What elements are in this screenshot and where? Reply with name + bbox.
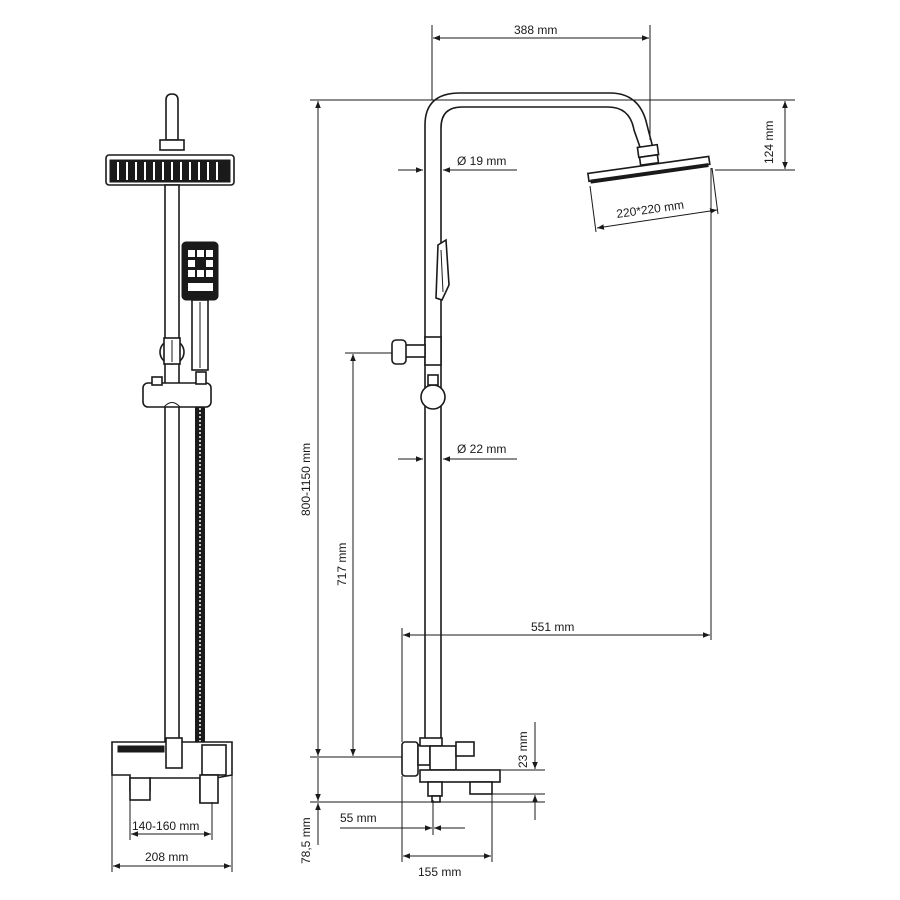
side-dimension-lines <box>310 25 795 862</box>
dim-pipe-diameter-upper: Ø 19 mm <box>457 154 506 168</box>
side-arm <box>424 92 654 761</box>
front-view: 140-160 mm 208 mm <box>105 93 235 872</box>
side-mixer <box>401 737 501 803</box>
side-holder <box>391 336 446 410</box>
front-head-connector <box>159 139 185 151</box>
front-hose <box>195 407 205 747</box>
dim-top-height: 124 mm <box>762 121 776 164</box>
front-slider <box>159 337 185 365</box>
dim-top-width: 388 mm <box>514 23 557 37</box>
side-hand-shower <box>435 238 450 301</box>
side-shower-head <box>586 155 711 184</box>
front-top-arm <box>165 93 179 141</box>
front-diverter <box>142 371 212 408</box>
dim-head-reach: 551 mm <box>531 620 574 634</box>
dim-spout-height: 23 mm <box>516 731 530 768</box>
dim-mixer-base-height: 78,5 mm <box>299 817 313 864</box>
front-shower-head <box>105 154 235 186</box>
front-dimensions <box>111 775 233 872</box>
dim-head-size: 220*220 mm <box>615 198 684 221</box>
side-view: 388 mm 124 mm Ø 19 mm 220*220 mm Ø 22 mm… <box>299 23 795 879</box>
dim-spout-reach: 155 mm <box>418 865 461 879</box>
dim-overall-height: 800-1150 mm <box>299 443 313 516</box>
dim-pipe-diameter-lower: Ø 22 mm <box>457 442 506 456</box>
front-hand-shower <box>181 241 219 371</box>
dim-center-distance: 140-160 mm <box>132 819 199 833</box>
front-rail <box>164 184 180 746</box>
front-mixer <box>111 737 233 804</box>
dim-holder-height: 717 mm <box>335 543 349 586</box>
side-head-connector <box>636 143 660 167</box>
dim-mixer-offset: 55 mm <box>340 811 377 825</box>
dim-mixer-width: 208 mm <box>145 850 188 864</box>
